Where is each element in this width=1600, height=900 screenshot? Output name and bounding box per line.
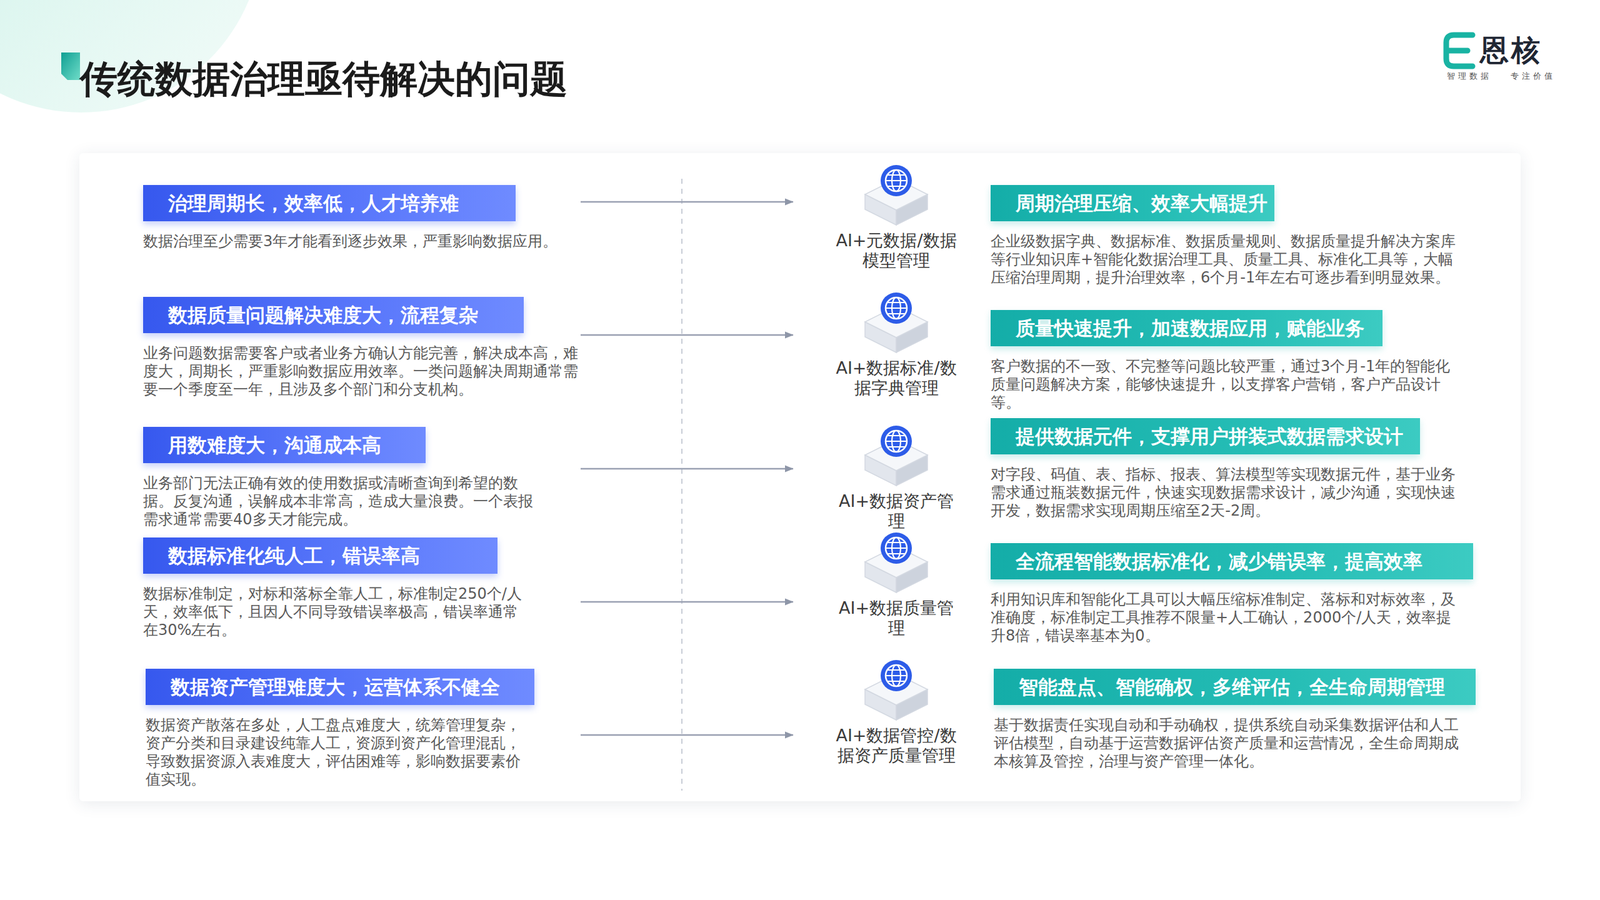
cube-globe-icon [861, 530, 931, 594]
solution-heading: 智能盘点、智能确权，多维评估，全生命周期管理 [993, 668, 1476, 705]
problem-card: 数据标准化纯人工，错误率高数据标准制定，对标和落标全靠人工，标准制定250个/人… [143, 537, 581, 640]
problem-card: 治理周期长，效率低，人才培养难数据治理至少需要3年才能看到逐步效果，严重影响数据… [143, 185, 581, 251]
globe-parallels [885, 542, 907, 554]
capability-label: AI+数据资产管理 [830, 491, 962, 532]
globe-parallels [885, 302, 907, 314]
globe-disc [880, 532, 912, 564]
problem-heading: 数据标准化纯人工，错误率高 [143, 537, 498, 574]
solution-description: 企业级数据字典、数据标准、数据质量规则、数据质量提升解决方案库等行业知识库+智能… [990, 232, 1460, 287]
solution-card: 质量快速提升，加速数据应用，赋能业务客户数据的不一致、不完整等问题比较严重，通过… [990, 310, 1485, 412]
globe-outline [885, 430, 907, 452]
capability-node: AI+数据标准/数据字典管理 [793, 290, 1000, 399]
capability-label: AI+元数据/数据模型管理 [830, 230, 962, 271]
solution-description: 利用知识库和智能化工具可以大幅压缩标准制定、落标和对标效率，及准确度，标准制定工… [990, 590, 1460, 645]
brand-tagline: 专注价值 [1510, 71, 1556, 82]
solution-description: 基于数据责任实现自动和手动确权，提供系统自动采集数据评估和人工评估模型，自动基于… [993, 716, 1463, 771]
capability-label: AI+数据质量管理 [830, 598, 962, 639]
globe-disc [880, 165, 912, 197]
brand-tagline: 智理数据 [1446, 71, 1492, 82]
problem-heading: 数据资产管理难度大，运营体系不健全 [145, 668, 535, 705]
capability-label: AI+数据管控/数据资产质量管理 [830, 725, 962, 766]
arrow-connector [580, 201, 794, 204]
slide-title: 传统数据治理亟待解决的问题 [80, 56, 568, 102]
capability-node: AI+数据质量管理 [793, 530, 1000, 639]
problem-card: 数据资产管理难度大，运营体系不健全数据资产散落在多处，人工盘点难度大，统筹管理复… [145, 668, 581, 789]
problem-description: 数据治理至少需要3年才能看到逐步效果，严重影响数据应用。 [143, 232, 581, 251]
globe-disc [880, 292, 912, 324]
globe-parallels [885, 435, 907, 447]
arrow-connector [580, 334, 794, 337]
globe-outline [885, 170, 907, 192]
brand-name: 恩核 [1480, 32, 1543, 68]
solution-heading: 质量快速提升，加速数据应用，赋能业务 [990, 310, 1383, 347]
problem-description: 业务问题数据需要客户或者业务方确认方能完善，解决成本高，难度大，周期长，严重影响… [143, 344, 581, 399]
solution-heading: 全流程智能数据标准化，减少错误率，提高效率 [990, 543, 1474, 580]
cube-globe-icon [861, 290, 931, 354]
solution-description: 客户数据的不一致、不完整等问题比较严重，通过3个月-1年的智能化质量问题解决方案… [990, 357, 1460, 412]
solution-card: 提供数据元件，支撑用户拼装式数据需求设计对字段、码值、表、指标、报表、算法模型等… [990, 418, 1485, 520]
title-accent [61, 52, 80, 80]
capability-label: AI+数据标准/数据字典管理 [830, 358, 962, 399]
problem-description: 数据标准制定，对标和落标全靠人工，标准制定250个/人天，效率低下，且因人不同导… [143, 585, 525, 640]
globe-outline [885, 665, 907, 687]
globe-outline [885, 297, 907, 319]
globe-disc [880, 660, 912, 692]
problem-card: 数据质量问题解决难度大，流程复杂业务问题数据需要客户或者业务方确认方能完善，解决… [143, 296, 581, 399]
solution-description: 对字段、码值、表、指标、报表、算法模型等实现数据元件，基于业务需求通过瓶装数据元… [990, 465, 1460, 520]
globe-outline [885, 537, 907, 559]
arrow-connector [580, 601, 794, 604]
logo-mark [1446, 35, 1473, 67]
capability-node: AI+数据管控/数据资产质量管理 [793, 658, 1000, 766]
problem-heading: 治理周期长，效率低，人才培养难 [143, 185, 516, 222]
arrow-connector [580, 468, 794, 470]
globe-disc [880, 425, 912, 457]
solution-heading: 提供数据元件，支撑用户拼装式数据需求设计 [990, 418, 1420, 455]
solution-card: 智能盘点、智能确权，多维评估，全生命周期管理基于数据责任实现自动和手动确权，提供… [993, 668, 1488, 771]
problem-description: 业务部门无法正确有效的使用数据或清晰查询到希望的数据。反复沟通，误解成本非常高，… [143, 474, 544, 529]
problem-heading: 用数难度大，沟通成本高 [143, 426, 426, 464]
cube-globe-icon [861, 658, 931, 721]
divider-line [681, 178, 683, 791]
arrow-connector [580, 734, 794, 737]
capability-node: AI+元数据/数据模型管理 [793, 163, 1000, 271]
problem-card: 用数难度大，沟通成本高业务部门无法正确有效的使用数据或清晰查询到希望的数据。反复… [143, 426, 581, 529]
capability-node: AI+数据资产管理 [793, 423, 1000, 532]
problem-description: 数据资产散落在多处，人工盘点难度大，统筹管理复杂，资产分类和目录建设纯靠人工，资… [145, 716, 521, 789]
globe-parallels [885, 670, 907, 682]
solution-card: 全流程智能数据标准化，减少错误率，提高效率利用知识库和智能化工具可以大幅压缩标准… [990, 543, 1485, 645]
cube-globe-icon [861, 163, 931, 226]
solution-heading: 周期治理压缩、效率大幅提升 [990, 185, 1275, 222]
cube-globe-icon [861, 423, 931, 487]
problem-heading: 数据质量问题解决难度大，流程复杂 [143, 296, 524, 334]
globe-parallels [885, 175, 907, 187]
solution-card: 周期治理压缩、效率大幅提升企业级数据字典、数据标准、数据质量规则、数据质量提升解… [990, 185, 1485, 287]
